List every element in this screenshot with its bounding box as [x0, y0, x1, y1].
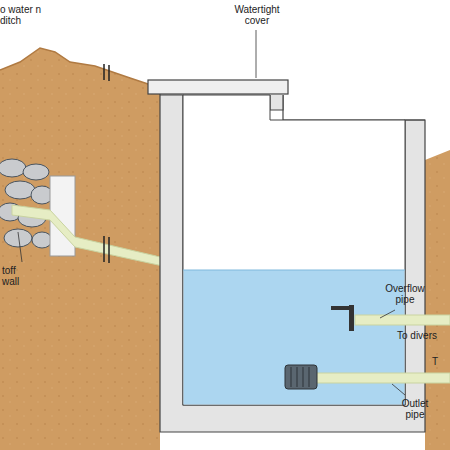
diversion-label: To divers — [397, 330, 450, 341]
gravel-rocks — [0, 159, 53, 248]
outlet-screen — [285, 365, 317, 389]
cover-label: Watertight cover — [222, 4, 292, 26]
right-ground — [425, 150, 450, 450]
outlet-label: Outlet pipe — [395, 398, 435, 420]
watertight-cover — [148, 80, 288, 94]
hill-ground — [0, 48, 160, 450]
water — [184, 270, 405, 405]
outlet-pipe — [315, 373, 450, 383]
ditch-label: o water n ditch — [0, 4, 44, 26]
cutoff-wall-label: toff wall — [2, 265, 32, 287]
overflow-label: Overflow pipe — [380, 283, 430, 305]
leader-lines — [18, 30, 405, 395]
outlet-to-label: T — [432, 356, 448, 367]
overflow-pipe — [355, 315, 450, 325]
